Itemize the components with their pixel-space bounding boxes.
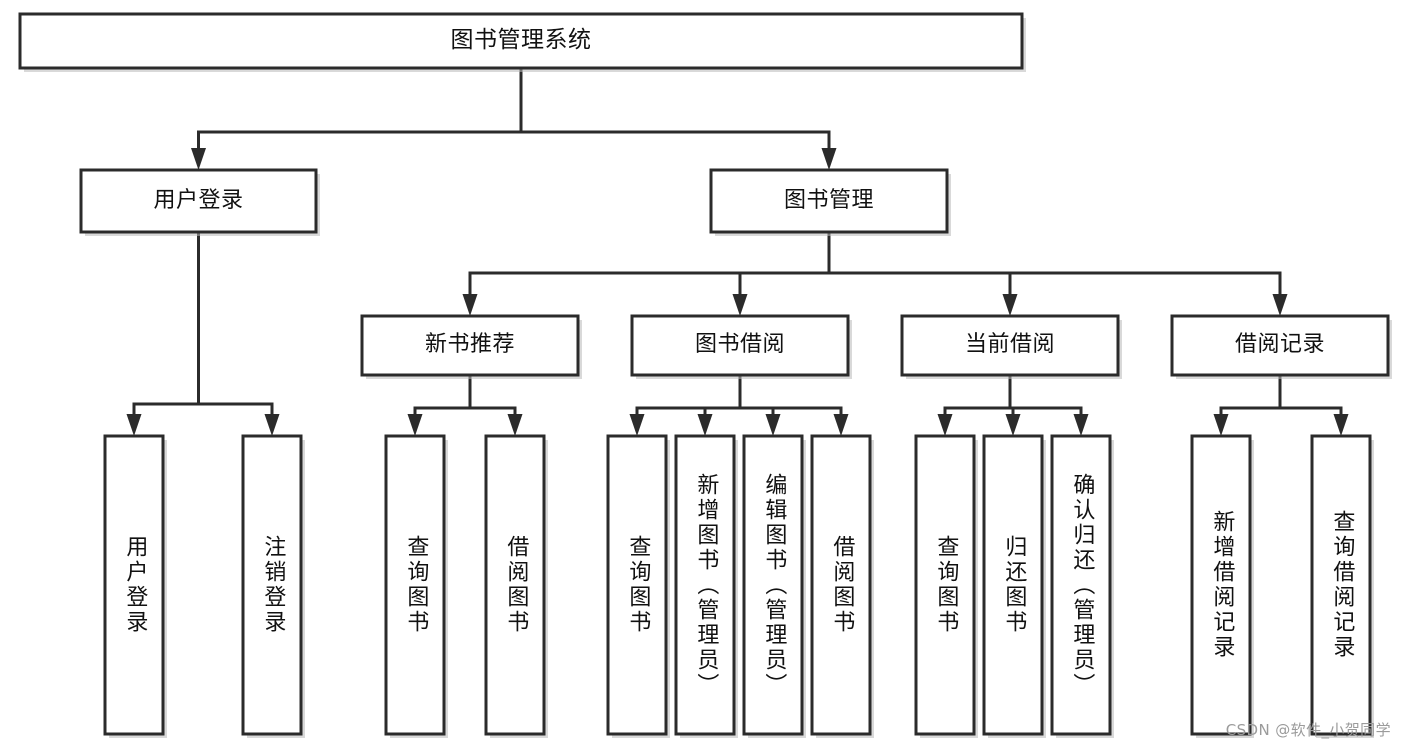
node-box-leaf-return-book <box>982 434 1044 736</box>
node-box-leaf-query-record <box>1310 434 1372 736</box>
node-leaf-borrow-book-2[interactable] <box>812 436 870 734</box>
node-root[interactable] <box>20 14 1022 68</box>
node-box-leaf-add-record <box>1190 434 1252 736</box>
node-leaf-borrow-book-1[interactable] <box>486 436 544 734</box>
arrow-head-icon <box>264 414 280 436</box>
watermark: CSDN @软件_小贺同学 <box>1225 721 1391 739</box>
node-box-book-borrow <box>630 314 850 377</box>
arrow-head-icon <box>1073 414 1089 436</box>
edges-layer <box>126 66 1349 436</box>
node-book-manage[interactable] <box>711 170 947 232</box>
node-leaf-user-login[interactable] <box>105 436 163 734</box>
node-box-user-login <box>79 168 318 234</box>
node-leaf-logout-login[interactable] <box>243 436 301 734</box>
node-box-leaf-query-book-3 <box>914 434 976 736</box>
arrow-head-icon <box>1213 414 1229 436</box>
node-new-book-recommend[interactable] <box>362 316 578 375</box>
nodes-layer <box>18 12 1392 738</box>
node-current-borrow[interactable] <box>902 316 1118 375</box>
node-box-leaf-borrow-book-2 <box>810 434 872 736</box>
node-leaf-add-book[interactable] <box>676 436 734 734</box>
arrow-head-icon <box>1005 414 1021 436</box>
arrow-head-icon <box>407 414 423 436</box>
node-leaf-query-record[interactable] <box>1312 436 1370 734</box>
node-box-current-borrow <box>900 314 1120 377</box>
node-leaf-query-book-1[interactable] <box>386 436 444 734</box>
node-leaf-return-book[interactable] <box>984 436 1042 734</box>
arrow-head-icon <box>821 148 837 170</box>
node-leaf-confirm-return[interactable] <box>1052 436 1110 734</box>
node-box-leaf-user-login <box>103 434 165 736</box>
node-box-leaf-query-book-2 <box>606 434 668 736</box>
arrow-head-icon <box>462 294 478 316</box>
node-box-leaf-add-book <box>674 434 736 736</box>
node-user-login[interactable] <box>81 170 316 232</box>
arrow-head-icon <box>629 414 645 436</box>
node-box-leaf-edit-book <box>742 434 804 736</box>
node-box-leaf-logout-login <box>241 434 303 736</box>
node-leaf-query-book-2[interactable] <box>608 436 666 734</box>
node-leaf-edit-book[interactable] <box>744 436 802 734</box>
node-leaf-query-book-3[interactable] <box>916 436 974 734</box>
arrow-head-icon <box>833 414 849 436</box>
node-book-borrow[interactable] <box>632 316 848 375</box>
node-box-root <box>18 12 1024 70</box>
node-box-leaf-borrow-book-1 <box>484 434 546 736</box>
arrow-head-icon <box>1272 294 1288 316</box>
arrow-head-icon <box>126 414 142 436</box>
node-box-leaf-query-book-1 <box>384 434 446 736</box>
node-box-leaf-confirm-return <box>1050 434 1112 736</box>
node-box-book-manage <box>709 168 949 234</box>
arrow-head-icon <box>937 414 953 436</box>
node-box-borrow-record <box>1170 314 1390 377</box>
arrow-head-icon <box>732 294 748 316</box>
arrow-head-icon <box>697 414 713 436</box>
node-borrow-record[interactable] <box>1172 316 1388 375</box>
arrow-head-icon <box>507 414 523 436</box>
arrow-head-icon <box>1002 294 1018 316</box>
arrow-head-icon <box>765 414 781 436</box>
node-box-new-book-recommend <box>360 314 580 377</box>
arrow-head-icon <box>1333 414 1349 436</box>
arrow-head-icon <box>191 148 206 170</box>
node-leaf-add-record[interactable] <box>1192 436 1250 734</box>
